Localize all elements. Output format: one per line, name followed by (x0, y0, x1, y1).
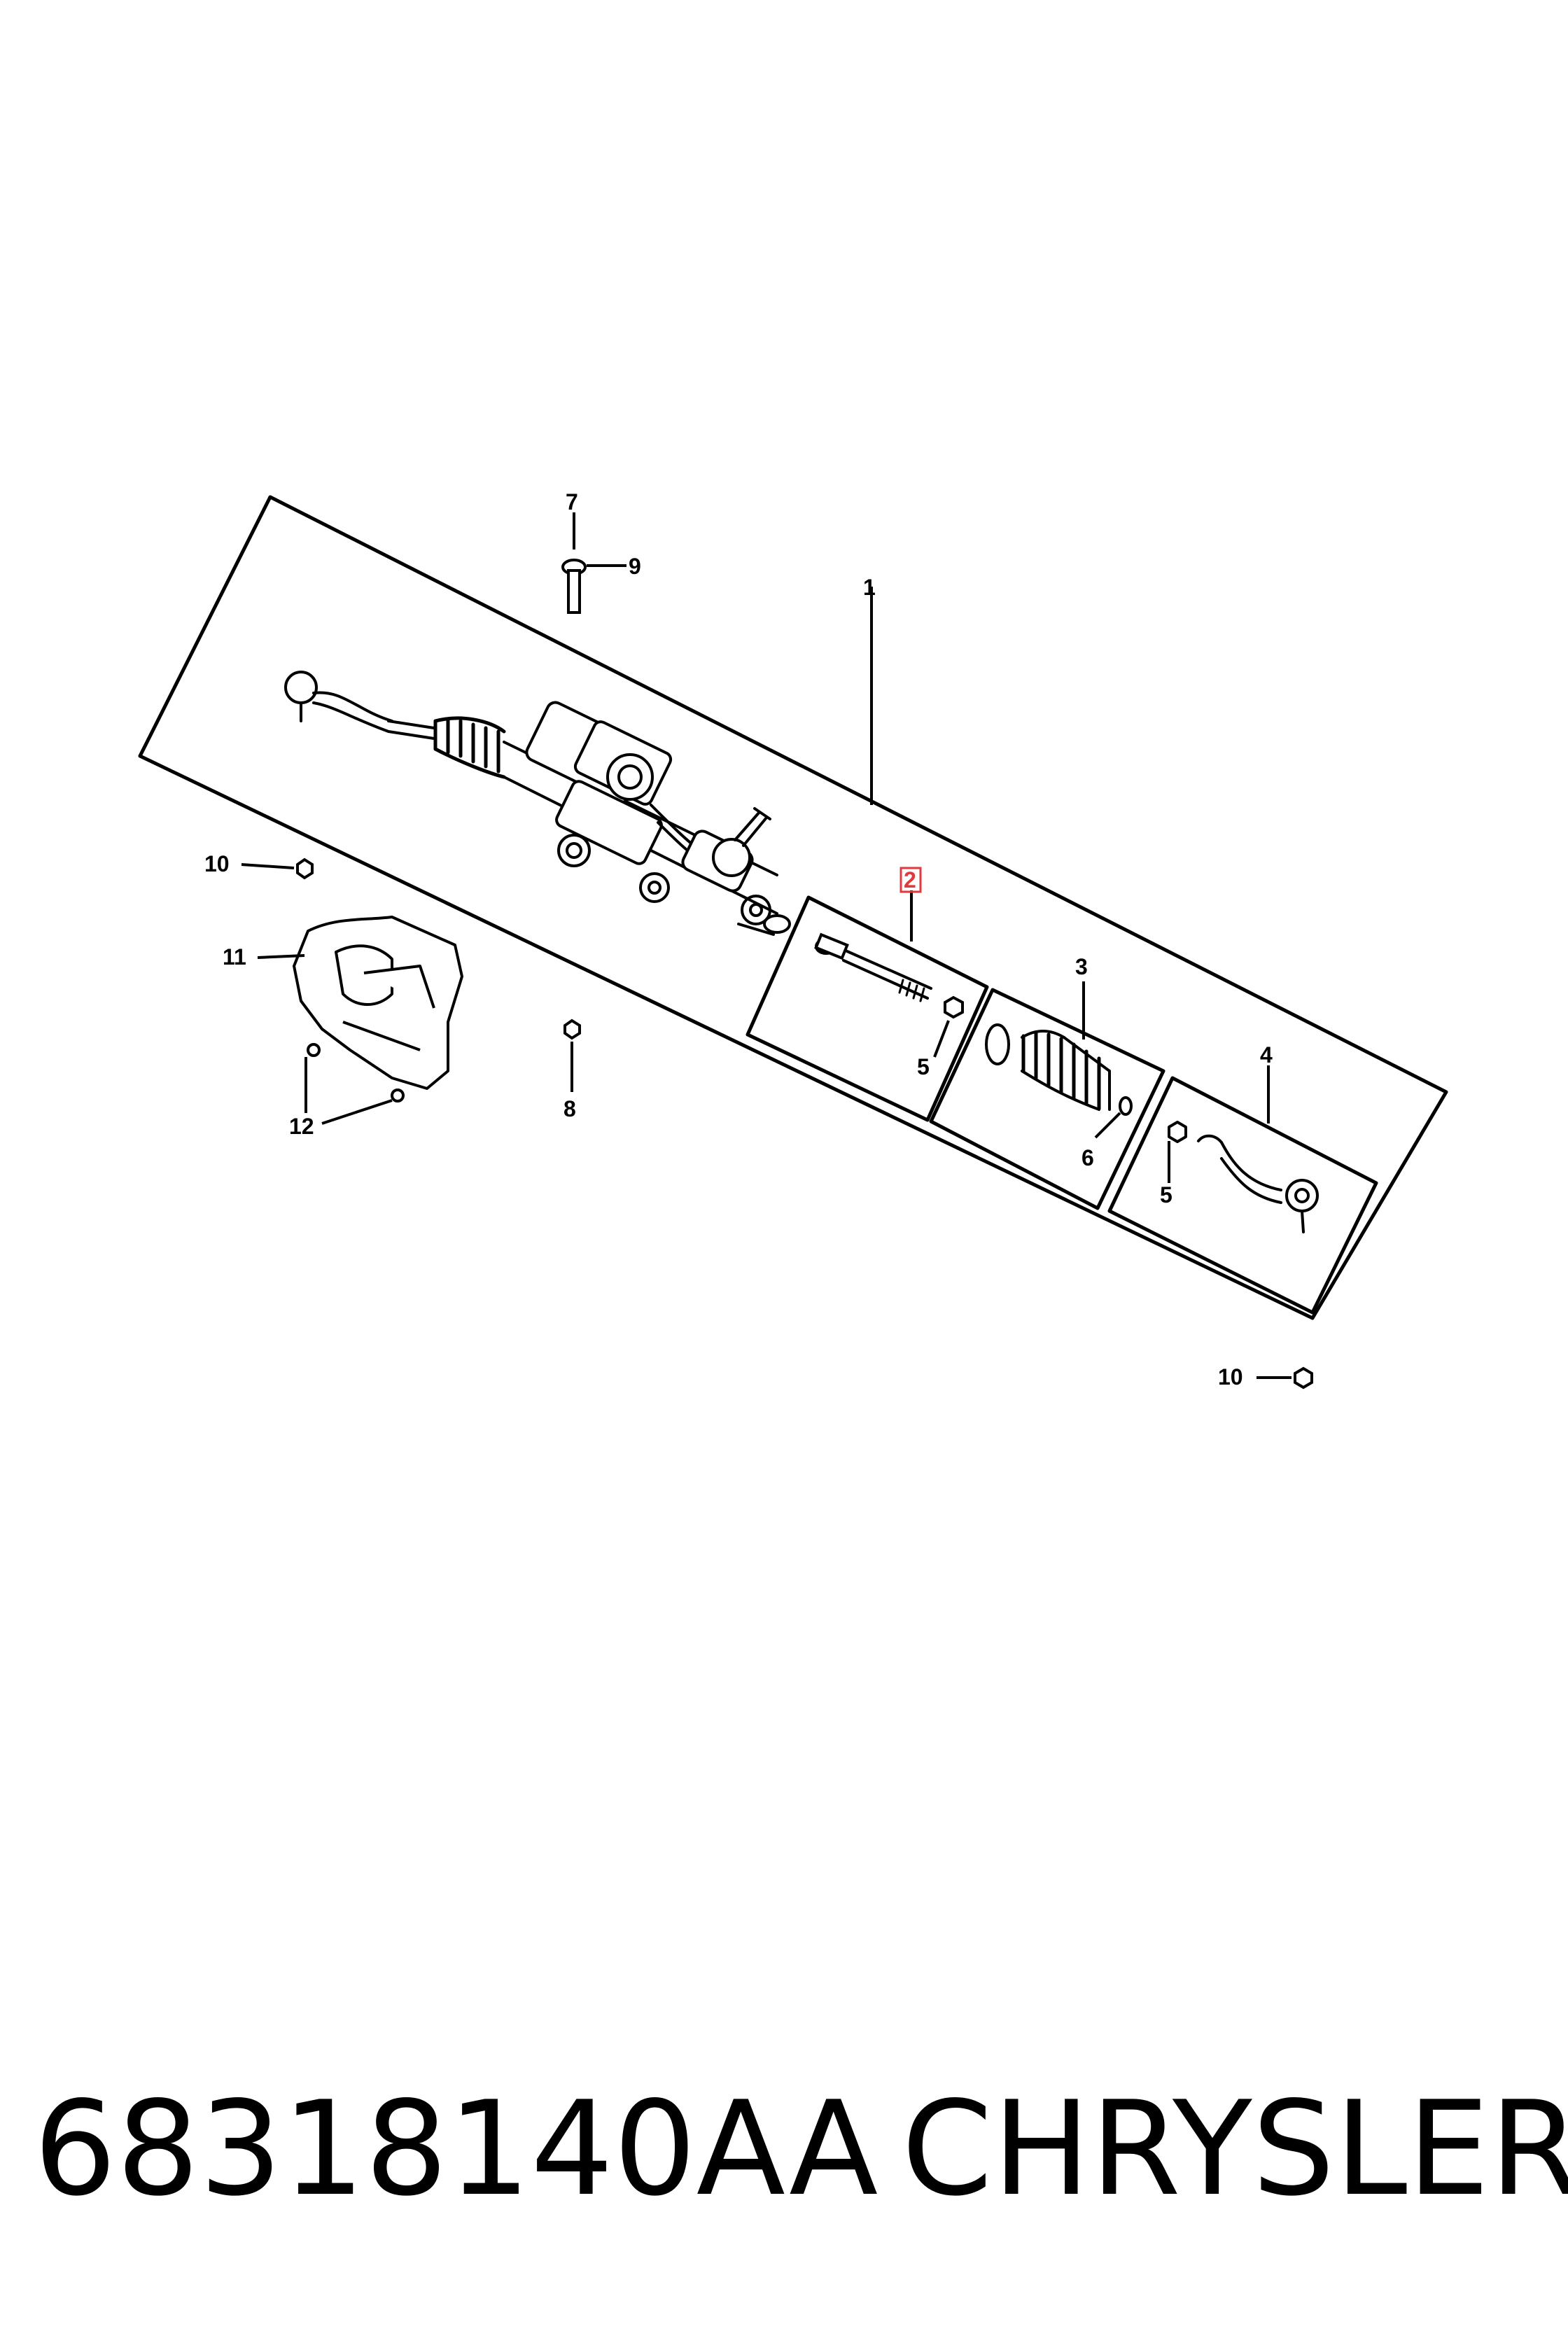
callout-1: 1 (863, 575, 876, 600)
callout-10-left: 10 (204, 851, 230, 876)
callout-12: 12 (289, 1114, 314, 1139)
callout-highlight-box (899, 867, 922, 893)
steering-gear-assembly (284, 671, 791, 936)
mounting-bolt (561, 559, 587, 614)
inner-tie-rod (814, 932, 932, 1002)
assembly-frame-inner-tie-rod (746, 895, 989, 1122)
heat-shield-fasteners (307, 1043, 405, 1102)
callout-10-right: 10 (1218, 1364, 1243, 1390)
callout-5-inner: 5 (917, 1054, 930, 1079)
callout-2: 2 (904, 867, 916, 892)
leader-lines (241, 512, 1292, 1379)
heat-shield (293, 916, 463, 1090)
callout-3: 3 (1075, 954, 1088, 979)
outer-tie-rod-end (1168, 1121, 1319, 1233)
part-number: 68318140AA (34, 2073, 878, 2225)
jam-nut (944, 995, 964, 1019)
hardware-nuts (296, 858, 1313, 1390)
callout-7: 7 (566, 489, 578, 514)
callout-8: 8 (564, 1096, 576, 1121)
assembly-frame-tie-rod-end (1107, 1076, 1378, 1315)
callout-5-outer: 5 (1160, 1182, 1172, 1208)
callout-4: 4 (1260, 1042, 1273, 1068)
callout-9: 9 (629, 554, 641, 579)
callout-11: 11 (223, 944, 246, 969)
boot-kit (985, 1023, 1133, 1116)
brand-name: CHRYSLER (902, 2073, 1568, 2225)
callout-6: 6 (1082, 1145, 1094, 1170)
assembly-frame-boot-kit (929, 988, 1166, 1210)
assembly-frame-main (138, 495, 1448, 1320)
